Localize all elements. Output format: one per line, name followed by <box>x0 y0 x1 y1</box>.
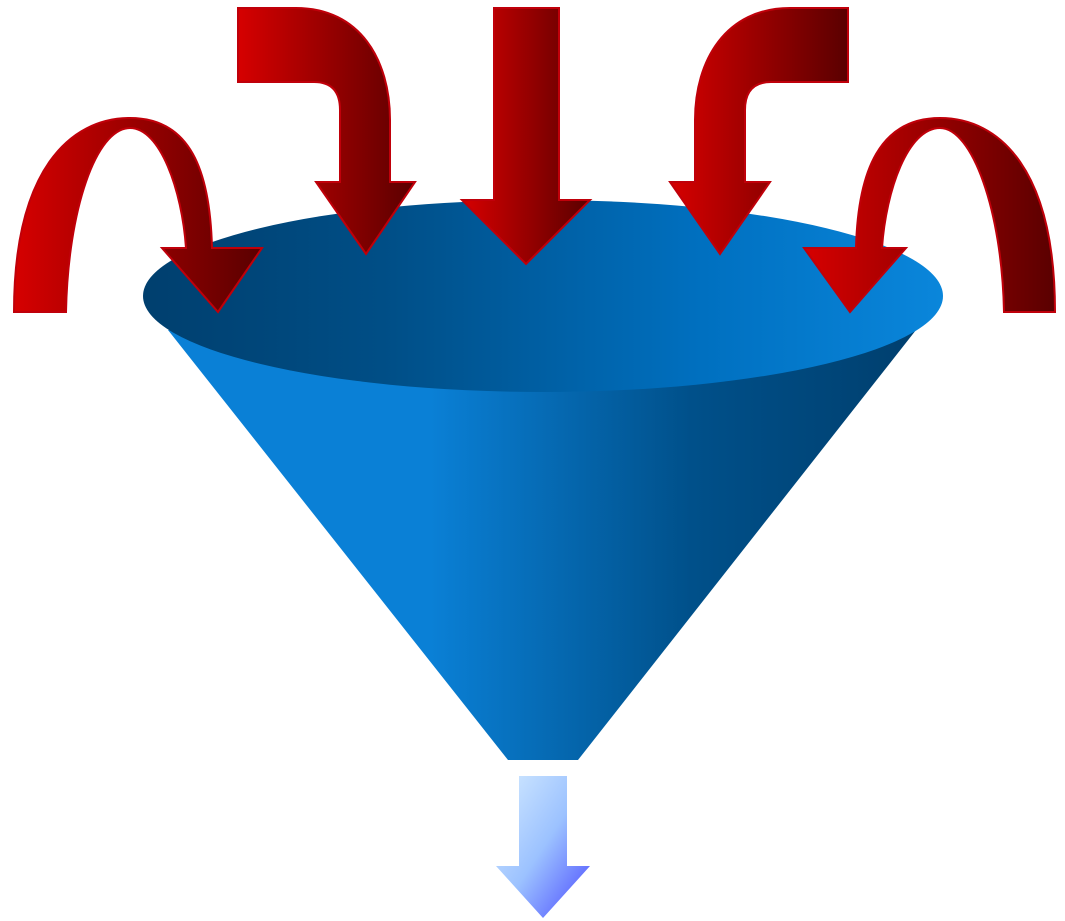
funnel-rim <box>143 200 943 392</box>
bent-arrow-left-icon <box>237 7 417 256</box>
curved-arrow-left-icon <box>12 116 264 314</box>
funnel-icon <box>143 200 943 760</box>
bent-arrow-right-icon <box>668 7 849 256</box>
output-down-arrow-icon <box>496 776 590 918</box>
curved-arrow-right-icon <box>802 116 1057 314</box>
down-arrow-center-icon <box>459 7 593 266</box>
funnel-cone <box>168 330 916 760</box>
